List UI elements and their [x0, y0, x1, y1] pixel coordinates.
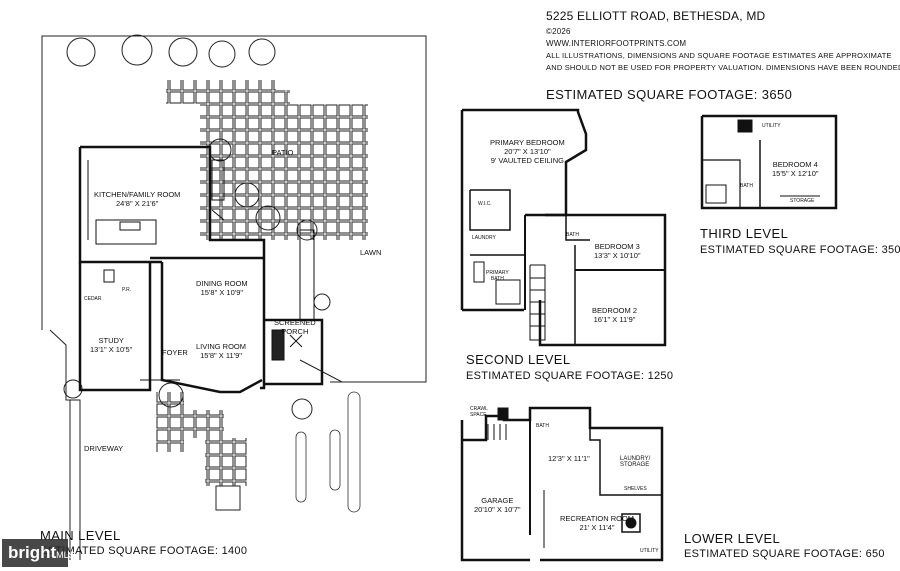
third-level-plan: [700, 114, 838, 210]
laundry-storage-label: LAUNDRY/STORAGE: [620, 456, 651, 468]
lower-level-title: LOWER LEVEL: [684, 531, 781, 546]
second-level-plan: [460, 108, 667, 347]
cedar-closet-label: CEDAR: [84, 296, 102, 302]
utility-third-label: UTILITY: [762, 123, 781, 129]
lower-level-sqft: ESTIMATED SQUARE FOOTAGE: 650: [684, 548, 885, 560]
third-level-title: THIRD LEVEL: [700, 226, 789, 241]
walk-in-closet-label: W.I.C.: [478, 201, 492, 207]
powder-room-label: P.R.: [122, 287, 132, 293]
bath-second-label: BATH: [566, 232, 579, 238]
bath-third-label: BATH: [740, 183, 753, 189]
storage-third-label: STORAGE: [790, 198, 815, 204]
shelves-label: SHELVES: [624, 486, 647, 492]
website: WWW.INTERIORFOOTPRINTS.COM: [546, 39, 687, 48]
total-square-footage: ESTIMATED SQUARE FOOTAGE: 3650: [546, 87, 793, 102]
copyright: ©2026: [546, 27, 571, 36]
main-level-plan: [41, 34, 427, 560]
utility-lower-label: UTILITY: [640, 548, 659, 554]
lower-area-dimension: 12'3" X 11'1": [548, 454, 590, 463]
disclaimer-line-1: ALL ILLUSTRATIONS, DIMENSIONS AND SQUARE…: [546, 51, 892, 60]
lower-level-plan: [460, 406, 664, 562]
second-level-sqft: ESTIMATED SQUARE FOOTAGE: 1250: [466, 370, 674, 382]
third-level-sqft: ESTIMATED SQUARE FOOTAGE: 350: [700, 244, 900, 256]
laundry-second-label: LAUNDRY: [472, 235, 496, 241]
disclaimer-line-2: AND SHOULD NOT BE USED FOR PROPERTY VALU…: [546, 63, 900, 72]
driveway-label: DRIVEWAY: [84, 444, 124, 453]
second-level-title: SECOND LEVEL: [466, 352, 571, 367]
bath-lower-label: BATH: [536, 423, 549, 429]
bright-mls-watermark: brightMLS: [2, 539, 75, 567]
main-level-sqft: ESTIMATED SQUARE FOOTAGE: 1400: [40, 545, 248, 557]
foyer-label: FOYER: [162, 348, 188, 357]
lawn-label: LAWN: [360, 248, 382, 257]
property-address: 5225 ELLIOTT ROAD, BETHESDA, MD: [546, 9, 766, 23]
patio-label: PATIO: [272, 148, 294, 157]
